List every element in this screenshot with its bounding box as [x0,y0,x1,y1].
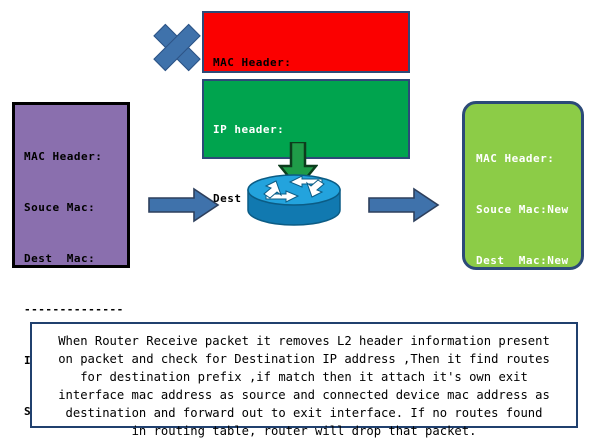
caption-line: interface mac address as source and conn… [58,388,550,402]
caption-line: on packet and check for Destination IP a… [58,352,550,366]
x-mark-icon [153,23,201,71]
caption-line: for destination prefix ,if match then it… [80,370,528,384]
packet-line: MAC Header: [476,152,555,165]
incoming-packet-box: MAC Header: Souce Mac: Dest Mac: -------… [12,102,130,418]
packet-line: Dest Mac: [24,252,96,265]
router-icon [246,172,342,226]
outgoing-packet-box: MAC Header: Souce Mac:New Dest Mac:New -… [462,101,584,420]
ip-payload-line: -------------- [213,276,313,289]
caption-line: destination and forward out to exit inte… [65,406,543,420]
stripped-mac-header-box: MAC Header: Souce Mac: Dest Mac: [202,11,410,205]
packet-line: Souce Mac:New [476,203,569,216]
packet-line: -------------- [24,303,124,316]
packet-line: Dest Mac:New [476,254,569,267]
mac-header-line: MAC Header: [213,56,292,69]
arrow-right-icon [148,187,220,223]
packet-line: -------------- [476,305,576,318]
ip-payload-line: IP header: [213,123,285,136]
caption-line: When Router Receive packet it removes L2… [58,334,550,348]
arrow-right-icon [368,187,440,223]
caption-box: When Router Receive packet it removes L2… [30,322,578,438]
caption-line: in routing table, router will drop that … [131,424,477,438]
packet-line: MAC Header: [24,150,103,163]
ip-payload-line: Dest IP: [213,225,285,238]
packet-line: Souce Mac: [24,201,96,214]
